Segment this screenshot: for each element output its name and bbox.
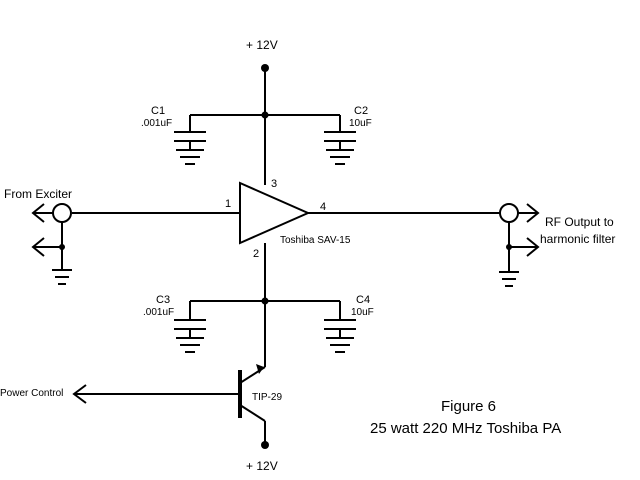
pin4-label: 4 — [320, 201, 326, 213]
vcc-top-label: + 12V — [246, 38, 278, 52]
c3-value: .001uF — [143, 307, 174, 318]
vcc-bottom-label: + 12V — [246, 459, 278, 473]
c2-name: C2 — [354, 105, 368, 117]
input-label: From Exciter — [4, 187, 72, 201]
figure-title: Figure 6 — [441, 398, 496, 415]
c1-value: .001uF — [141, 118, 172, 129]
input-connector — [31, 203, 72, 285]
capacitor-c1 — [174, 115, 206, 165]
pin1-label: 1 — [225, 198, 231, 210]
c4-value: 10uF — [351, 307, 374, 318]
capacitor-c2 — [324, 115, 356, 165]
c3-name: C3 — [156, 294, 170, 306]
power-control-arrow — [72, 384, 87, 404]
transistor-tip29 — [238, 364, 266, 445]
power-control-label: Power Control — [0, 388, 63, 399]
output-label-line2: harmonic filter — [540, 232, 615, 246]
pin3-label: 3 — [271, 178, 277, 190]
amplifier-symbol — [239, 181, 311, 245]
capacitor-c3 — [174, 301, 206, 353]
c1-name: C1 — [151, 105, 165, 117]
vcc-bottom-node — [261, 441, 269, 449]
figure-caption: 25 watt 220 MHz Toshiba PA — [370, 420, 561, 437]
pin2-label: 2 — [253, 248, 259, 260]
amplifier-label: Toshiba SAV-15 — [280, 235, 351, 246]
c2-value: 10uF — [349, 118, 372, 129]
transistor-label: TIP-29 — [252, 392, 282, 403]
capacitor-c4 — [324, 301, 356, 353]
c4-name: C4 — [356, 294, 370, 306]
output-connector — [499, 203, 540, 287]
output-label-line1: RF Output to — [545, 215, 614, 229]
